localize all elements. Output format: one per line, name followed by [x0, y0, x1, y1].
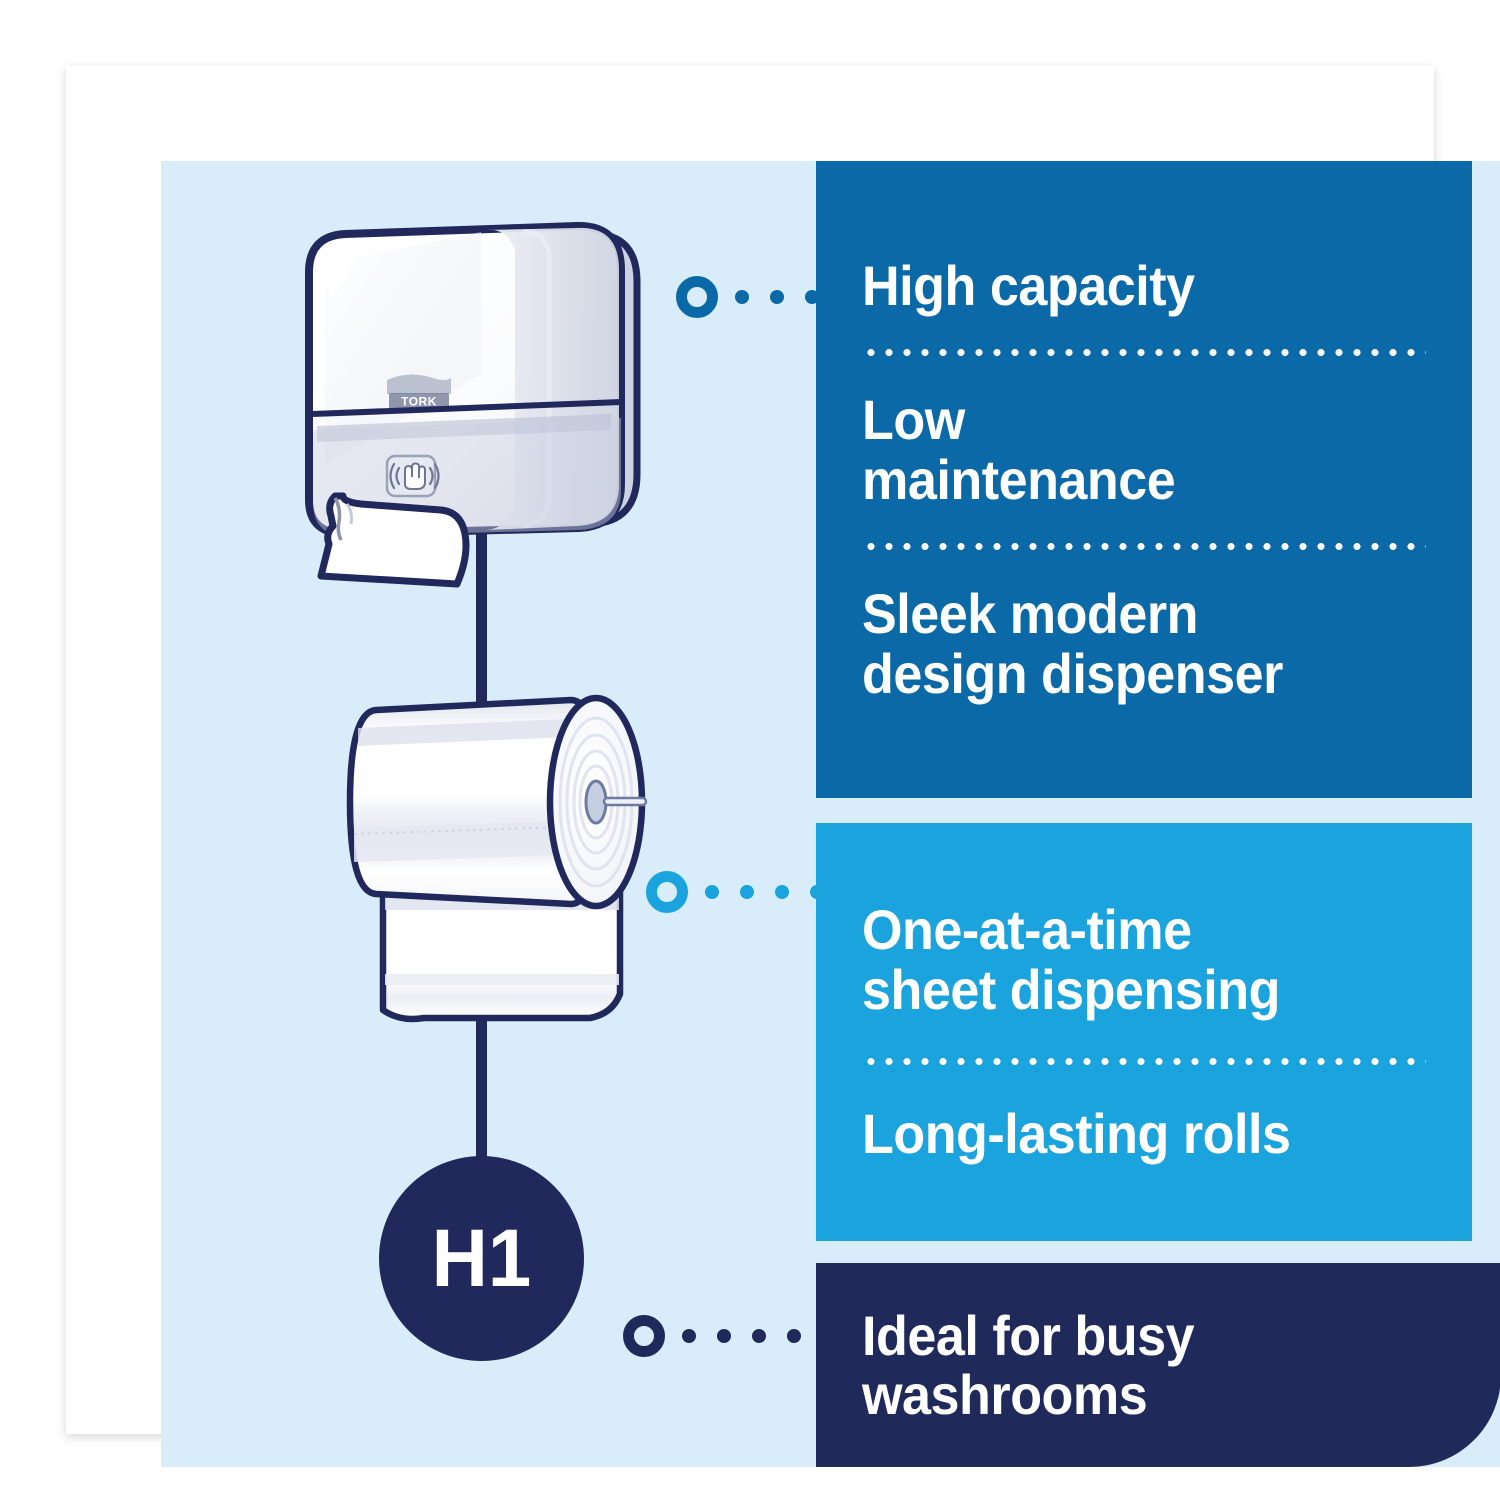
dispenser-lower-shadow	[317, 414, 611, 442]
dispenser-side-face	[487, 227, 619, 531]
connector-line-dispenser-to-roll	[476, 531, 487, 716]
feature-text: Long-lasting rolls	[862, 1102, 1291, 1166]
leader-dot	[717, 1329, 731, 1343]
roll-band-top	[358, 718, 594, 746]
feature-divider	[862, 348, 1426, 358]
feature-divider	[862, 542, 1426, 552]
feature-panel-dispensing: One-at-a-time sheet dispensing Long-last…	[816, 823, 1472, 1241]
feature-text: One-at-a-time sheet dispensing	[862, 898, 1280, 1021]
leader-ring-icon	[623, 1315, 665, 1357]
leader-dot	[735, 290, 749, 304]
feature-divider	[862, 1057, 1426, 1067]
connector-line-roll-to-badge	[476, 1001, 487, 1166]
h1-badge: H1	[379, 1156, 584, 1361]
dispenser-front-gloss	[325, 232, 481, 464]
paper-roll-illustration	[328, 688, 678, 1028]
leader-dot	[682, 1329, 696, 1343]
feature-text: High capacity	[862, 254, 1195, 318]
leader-dot	[705, 885, 719, 899]
roll-tail-band-2	[385, 974, 619, 985]
feature-text: Ideal for busy washrooms	[862, 1303, 1195, 1426]
leader-dot	[752, 1329, 766, 1343]
dispenser-cover-seam	[312, 399, 622, 417]
feature-text: Sleek modern design dispenser	[862, 582, 1283, 705]
roll-band-middle	[354, 820, 596, 862]
leader-dot	[787, 1329, 801, 1343]
roll-spindle	[602, 796, 648, 807]
roll-perforation-line	[353, 825, 597, 835]
svg-text:TORK: TORK	[401, 395, 437, 409]
feature-text: Low maintenance	[862, 388, 1176, 511]
leader-dot	[770, 290, 784, 304]
dispenser-corner-gloss	[321, 238, 371, 300]
dispenser-side-highlight	[522, 229, 552, 529]
roll-tail-sheet	[379, 880, 624, 1023]
leader-ring-icon	[646, 871, 688, 913]
feature-panel-high-capacity: High capacity Low maintenance Sleek mode…	[816, 161, 1472, 798]
leader-dot	[805, 290, 819, 304]
poster-card: TORK	[66, 66, 1500, 1467]
tork-logo: TORK	[387, 374, 451, 409]
leader-ring-icon	[676, 276, 718, 318]
feature-panel-washrooms: Ideal for busy washrooms	[816, 1263, 1500, 1467]
leader-dot	[740, 885, 754, 899]
dispensed-paper-sheet	[317, 492, 470, 588]
hand-sensor-icon	[385, 454, 440, 498]
h1-badge-label: H1	[431, 1212, 532, 1304]
dispenser-illustration: TORK	[291, 204, 681, 594]
leader-dot	[775, 885, 789, 899]
